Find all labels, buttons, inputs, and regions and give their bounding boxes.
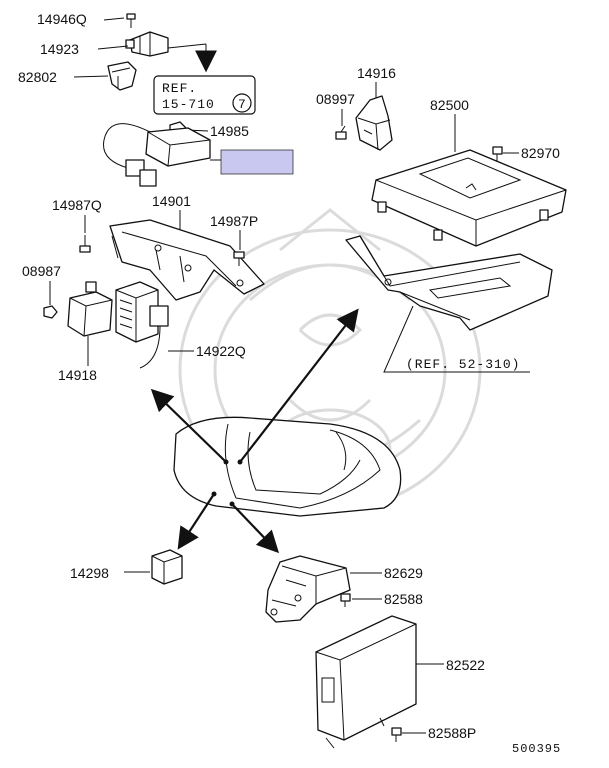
ref-box-line2: 15-710 xyxy=(162,97,215,112)
label-14901: 14901 xyxy=(152,193,191,209)
ref-box-circle-number: 7 xyxy=(238,97,247,112)
label-14987q: 14987Q xyxy=(52,197,102,213)
label-82500: 82500 xyxy=(430,97,469,113)
control-unit-82500[interactable] xyxy=(371,149,567,247)
bolt-14987p[interactable] xyxy=(233,251,245,266)
relay-14916[interactable] xyxy=(355,95,393,151)
relay-unit-14922q[interactable] xyxy=(115,281,169,369)
label-14916: 14916 xyxy=(357,65,396,81)
bracket-14901[interactable] xyxy=(109,219,265,301)
label-14946q: 14946Q xyxy=(37,11,87,27)
bolt-82588p[interactable] xyxy=(391,727,402,742)
relay-14918[interactable] xyxy=(67,281,113,337)
wiring-harness-module[interactable] xyxy=(103,123,211,187)
label-82588p: 82588P xyxy=(428,725,476,741)
relay-14298[interactable] xyxy=(151,549,183,585)
diagram-id: 500395 xyxy=(512,742,561,756)
bolt-14987q[interactable] xyxy=(79,235,91,253)
vehicle-outline xyxy=(173,416,402,517)
sensor-14923[interactable] xyxy=(125,31,169,57)
label-82802: 82802 xyxy=(18,69,57,85)
bracket-82802[interactable] xyxy=(107,61,137,91)
label-14987p: 14987P xyxy=(210,213,258,229)
label-82588: 82588 xyxy=(384,591,423,607)
label-14985: 14985 xyxy=(210,123,249,139)
label-14918: 14918 xyxy=(58,367,97,383)
bolt-14946q[interactable] xyxy=(126,13,136,28)
bracket-82629[interactable] xyxy=(265,555,351,623)
label-14298: 14298 xyxy=(70,565,109,581)
ecu-mounting-bracket[interactable] xyxy=(345,235,553,331)
ref-box-line1: REF. xyxy=(162,81,197,96)
highlighted-part-label-box[interactable] xyxy=(220,149,294,175)
label-08987: 08987 xyxy=(22,263,61,279)
label-82522: 82522 xyxy=(446,657,485,673)
bolt-82588[interactable] xyxy=(340,593,351,607)
nut-08987[interactable] xyxy=(43,305,58,319)
label-14923: 14923 xyxy=(40,41,79,57)
bolt-08997[interactable] xyxy=(335,125,347,140)
pointer-arrows xyxy=(150,308,359,554)
control-module-82522[interactable] xyxy=(315,615,417,749)
label-08997: 08997 xyxy=(316,91,355,107)
label-14922q: 14922Q xyxy=(196,343,246,359)
label-82629: 82629 xyxy=(384,565,423,581)
bolt-82970[interactable] xyxy=(492,146,503,161)
label-82970: 82970 xyxy=(521,145,560,161)
reference-box[interactable]: REF. 15-710 7 xyxy=(153,75,256,115)
ref-bracket-label: (REF. 52-310) xyxy=(406,357,520,372)
